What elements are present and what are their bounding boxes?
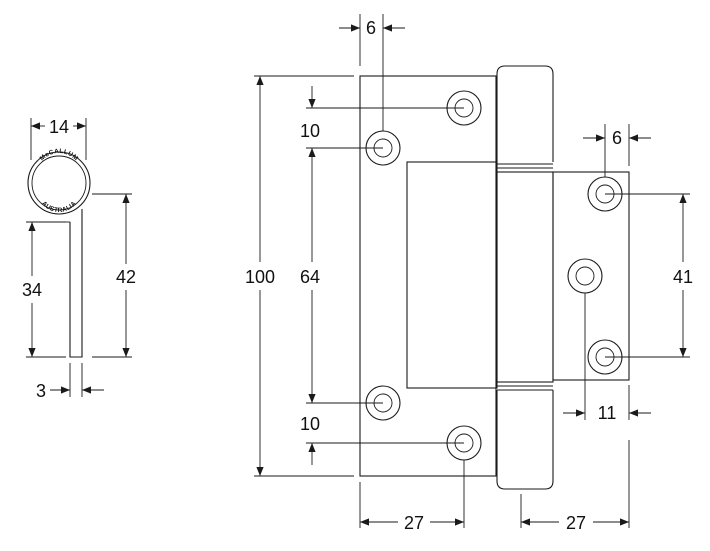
side-view: McCALLUM AUSTRALIA 14 34 42 3: [22, 117, 136, 401]
front-overall-height-label: 100: [245, 267, 275, 287]
side-overall-height-label: 42: [116, 267, 136, 287]
front-view: 6 100 10 64 10 27 6: [245, 14, 693, 533]
front-right-hole-center-label: 27: [566, 513, 586, 533]
left-leaf-cutout: [406, 161, 498, 389]
front-bottom-hole-spacing-label: 10: [300, 414, 320, 434]
front-right-hole-offset-label: 6: [612, 128, 622, 148]
side-leaf-thickness-label: 3: [36, 381, 46, 401]
front-right-center-hole-label: 11: [598, 403, 617, 423]
side-barrel-to-leaf-label: 34: [22, 280, 42, 300]
front-outer-hole-spacing-label: 64: [300, 267, 320, 287]
front-left-hole-center-label: 27: [404, 513, 424, 533]
left-leaf-plate: [359, 75, 497, 477]
hinge-barrel-inner: [31, 155, 87, 211]
front-top-hole-offset-label: 6: [366, 18, 376, 38]
front-top-hole-spacing-label: 10: [300, 121, 320, 141]
knuckle-middle: [496, 171, 554, 383]
seal-bottom-text: AUSTRALIA: [40, 200, 78, 214]
knuckle-upper: [496, 65, 554, 162]
screw-hole-right-center: [567, 258, 603, 294]
hinge-barrel-outline: [27, 151, 91, 215]
right-leaf-plate: [552, 171, 630, 381]
side-leaf-outline: [69, 209, 83, 358]
knuckle-lower: [496, 390, 554, 490]
side-width-label: 14: [49, 117, 69, 137]
front-right-hole-spacing-label: 41: [673, 267, 693, 287]
